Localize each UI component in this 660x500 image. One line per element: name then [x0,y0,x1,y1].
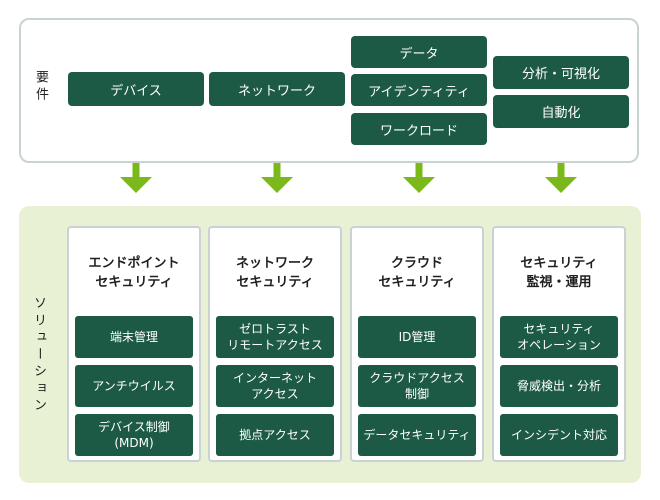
column-title: エンドポイント セキュリティ [88,256,180,290]
requirements-label: 要件 [33,70,48,104]
solution-item: インターネット アクセス [216,365,334,407]
solution-item: ID管理 [358,316,476,358]
solution-item: 拠点アクセス [216,414,334,456]
requirement-analysis-visualization: 分析・可視化 [493,56,629,89]
requirement-data: データ [351,36,487,68]
solution-column-endpoint-security: エンドポイント セキュリティ 端末管理 アンチウイルス デバイス制御 (MDM) [67,226,201,462]
column-title: ネットワーク セキュリティ [235,256,314,290]
solution-item: セキュリティ オペレーション [500,316,618,358]
solution-column-cloud-security: クラウド セキュリティ ID管理 クラウドアクセス 制御 データセキュリティ [350,226,484,462]
arrow-down-icon [261,163,293,193]
solutions-label: ソリューション [31,296,46,415]
solution-column-security-monitoring-operations: セキュリティ 監視・運用 セキュリティ オペレーション 脅威検出・分析 インシデ… [492,226,626,462]
solution-item: デバイス制御 (MDM) [75,414,193,456]
column-title: セキュリティ 監視・運用 [520,256,598,290]
requirement-network: ネットワーク [209,72,345,106]
solution-item: アンチウイルス [75,365,193,407]
requirement-device: デバイス [68,72,204,106]
solution-item: インシデント対応 [500,414,618,456]
solution-item: クラウドアクセス 制御 [358,365,476,407]
arrow-down-icon [120,163,152,193]
solution-item: 脅威検出・分析 [500,365,618,407]
solution-column-network-security: ネットワーク セキュリティ ゼロトラスト リモートアクセス インターネット アク… [208,226,342,462]
solution-item: ゼロトラスト リモートアクセス [216,316,334,358]
arrow-down-icon [403,163,435,193]
requirement-automation: 自動化 [493,95,629,128]
arrow-down-icon [545,163,577,193]
requirement-workload: ワークロード [351,113,487,145]
column-title: クラウド セキュリティ [378,256,456,290]
requirement-identity: アイデンティティ [351,74,487,106]
solution-item: 端末管理 [75,316,193,358]
solution-item: データセキュリティ [358,414,476,456]
